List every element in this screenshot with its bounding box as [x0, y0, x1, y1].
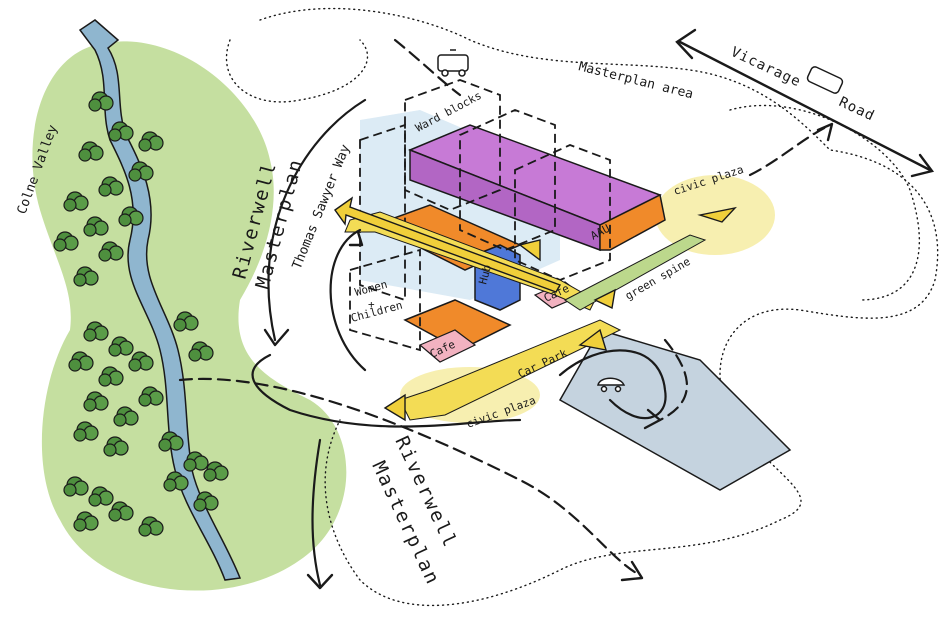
road-boundary-dotted: [729, 104, 921, 301]
circulation-lines: [251, 98, 667, 587]
label-women: Women: [353, 278, 388, 299]
label-hub: Hub: [476, 263, 494, 286]
pedestrian-route-yellow: [399, 319, 622, 421]
inner-boundary-dotted: [225, 39, 369, 103]
car-icon: [597, 377, 626, 393]
ward-block-towers-dashed: [349, 79, 611, 352]
yellow-arrows: [334, 196, 737, 422]
aau-orange: [599, 193, 666, 251]
bus-icon: [806, 66, 844, 94]
arrowheads: [263, 122, 834, 590]
vicarage-road-arrow: [675, 28, 935, 178]
masterplan-boundary-dotted: [259, 7, 939, 607]
label-plus: +: [368, 298, 375, 311]
label-road: Road: [836, 94, 877, 124]
label-children: Children: [349, 299, 404, 325]
dashed-connections: [178, 38, 832, 577]
green-spine: [564, 234, 707, 311]
pink-cafe-left: [418, 329, 477, 363]
ambulance-icon: [437, 49, 469, 77]
